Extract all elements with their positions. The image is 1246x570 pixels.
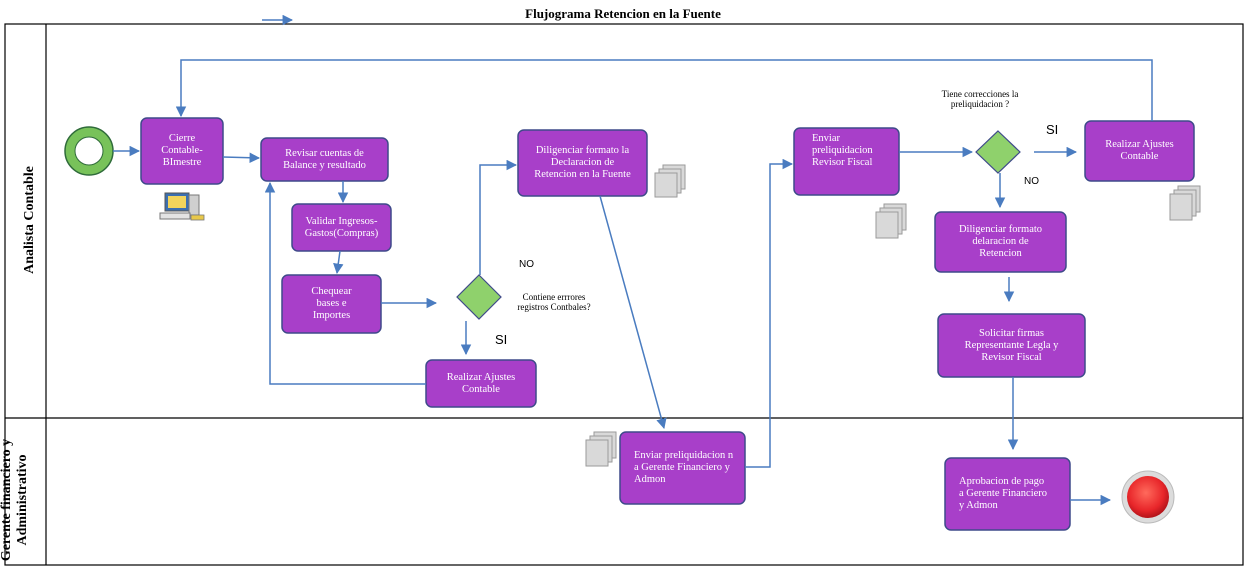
connector xyxy=(599,195,667,430)
task-ajustes2-box xyxy=(1084,120,1195,182)
gateway-correcciones xyxy=(975,130,1021,174)
task-revisar-box xyxy=(260,137,389,182)
connector xyxy=(222,152,261,163)
gateway-errores-question: Contiene errrores registros Contbales? xyxy=(517,292,591,312)
task-chequear: Chequear bases e Importes xyxy=(311,286,352,321)
connector xyxy=(479,159,518,275)
task-ajustes2: Realizar Ajustes Contable xyxy=(1105,139,1174,162)
gateway-correcciones-question: Tiene correcciones la preliquidacion ? xyxy=(941,89,1019,109)
task-diligenciar-declaracion-box xyxy=(517,129,648,197)
task-cierre: Cierre Contable-BImestre xyxy=(161,133,203,168)
task-enviar-revisor-box xyxy=(793,127,900,196)
document-icon xyxy=(585,431,617,467)
lane-title-gerente-line1: Gerente financiero y xyxy=(0,438,14,562)
gateway-errores-si-label: SI xyxy=(495,332,508,347)
task-aprobacion-box xyxy=(944,457,1071,531)
task-aprobacion: Aprobacion de pago a Gerente Financiero … xyxy=(959,476,1048,511)
diagram-title: Flujograma Retencion en la Fuente xyxy=(525,6,721,21)
task-solicitar: Solicitar firmas Representante Legla y R… xyxy=(964,327,1059,363)
task-solicitar-box xyxy=(937,313,1086,378)
task-enviar-gerente-box xyxy=(619,431,746,505)
computer-icon xyxy=(159,192,205,221)
document-icon xyxy=(875,203,907,239)
task-validar: Validar Ingresos-Gastos(Compras) xyxy=(304,215,379,239)
task-diligenciar-declaracion: Diligenciar formato la Declaracion de Re… xyxy=(534,145,631,180)
task-diligenciar-retencion-box xyxy=(934,211,1067,273)
task-cierre-box xyxy=(140,117,224,185)
connector xyxy=(264,181,426,385)
lane-title-gerente: Gerente financiero y Administrativo xyxy=(0,430,31,570)
task-enviar-gerente: Enviar preliquidacion n a Gerente Financ… xyxy=(634,450,734,485)
connector xyxy=(745,158,794,468)
task-validar-box xyxy=(291,203,392,252)
lane-title-gerente-line2: Administrativo xyxy=(15,454,30,546)
document-icon xyxy=(654,164,686,198)
task-chequear-box xyxy=(281,274,382,334)
task-enviar-revisor: Enviar preliquidacion Revisor Fiscal xyxy=(812,132,873,168)
end-event xyxy=(1121,470,1175,524)
task-ajustes1: Realizar Ajustes Contable xyxy=(446,371,516,395)
swimlane-frame xyxy=(4,23,1244,566)
lane-title-analista: Analista Contable xyxy=(22,166,37,274)
document-icon xyxy=(1169,185,1201,221)
connector xyxy=(175,59,1153,121)
gateway-correcciones-si-label: SI xyxy=(1046,122,1059,137)
start-event xyxy=(64,126,114,176)
task-diligenciar-retencion: Diligenciar formato delaracion de Retenc… xyxy=(958,224,1043,259)
gateway-errores-no-label: NO xyxy=(519,259,534,270)
connector xyxy=(333,250,344,275)
task-revisar: Revisar cuentas de Balance y resultado xyxy=(283,147,366,171)
gateway-errores xyxy=(456,274,502,320)
gateway-correcciones-no-label: NO xyxy=(1024,176,1039,187)
